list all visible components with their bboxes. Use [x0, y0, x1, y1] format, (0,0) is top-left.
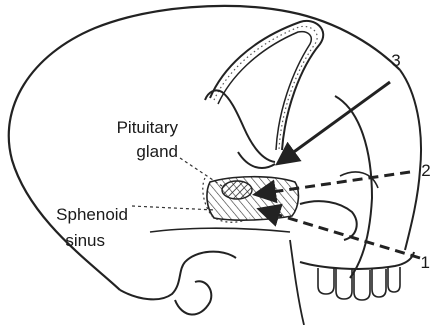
projection-3-arrow — [280, 82, 390, 162]
projection-2-label: 2 — [421, 161, 430, 180]
mandible-ramus — [290, 240, 304, 325]
sphenoid-label-line2: sinus — [65, 231, 105, 250]
upper-teeth — [318, 267, 400, 300]
mastoid-process — [175, 281, 211, 314]
pituitary-leader — [180, 158, 222, 186]
sphenoid-label-line1: Sphenoid — [56, 205, 128, 224]
sphenoid-floor — [150, 228, 290, 232]
zygoma — [300, 201, 357, 240]
pituitary-gland — [222, 181, 252, 199]
sphenoid-leader — [132, 206, 215, 210]
projection-3-label: 3 — [391, 51, 400, 70]
nasal-bone — [400, 70, 421, 250]
cranial-fossa-outer — [210, 21, 323, 150]
cranial-fossa-dots — [214, 26, 317, 150]
cranial-fossa-inner — [218, 32, 311, 150]
occiput-base — [120, 252, 236, 300]
orbit-outline — [335, 96, 372, 278]
dorsum-sellae — [205, 90, 275, 162]
sphenoid-body — [207, 177, 298, 220]
pituitary-label-line2: gland — [136, 142, 178, 161]
projection-1-label: 1 — [421, 253, 430, 272]
pituitary-label-line1: Pituitary — [117, 118, 179, 137]
